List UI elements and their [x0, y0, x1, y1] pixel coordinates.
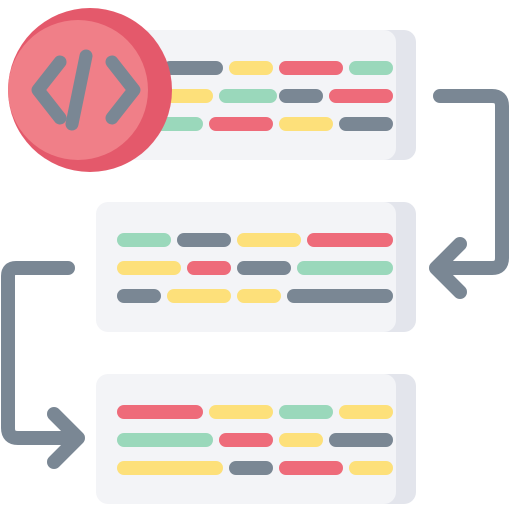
code-card-1 — [96, 30, 416, 160]
code-card-3 — [96, 374, 416, 504]
code-badge — [8, 8, 172, 172]
arrowhead-left — [429, 237, 467, 299]
code-card-2 — [96, 202, 416, 332]
flow-arrow-right-down-left-icon — [433, 89, 509, 275]
arrowhead-right — [47, 407, 85, 469]
flow-arrow-bottom-left — [1, 261, 85, 469]
flow-arrow-left-down-right-icon — [1, 261, 77, 445]
code-brackets-icon — [31, 49, 141, 131]
flow-arrow-top-right — [429, 89, 509, 299]
